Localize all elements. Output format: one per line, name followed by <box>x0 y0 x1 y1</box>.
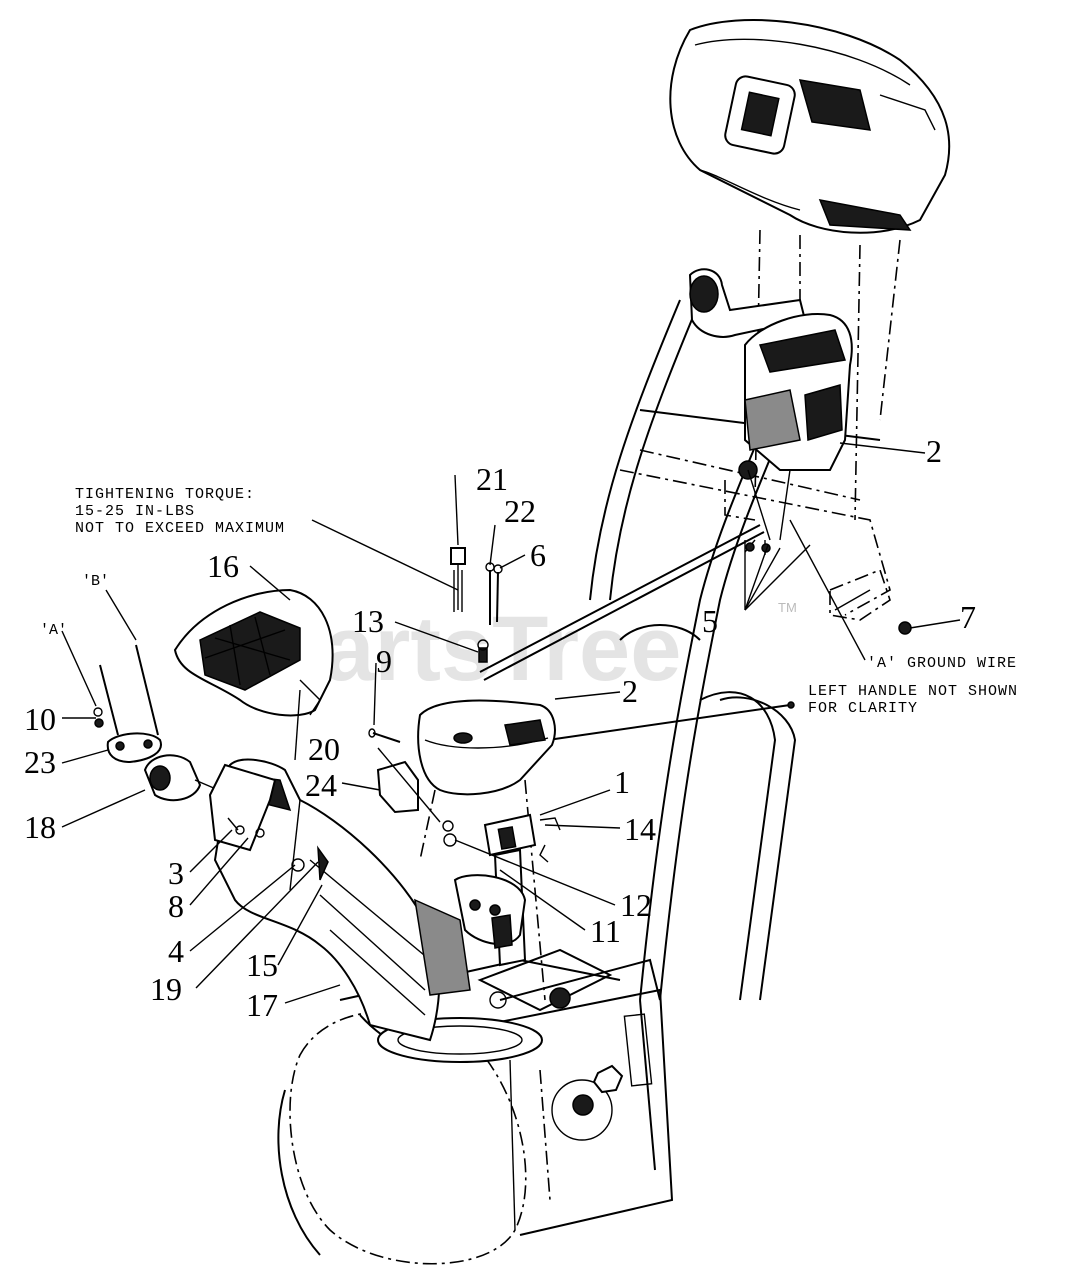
callout-15: 15 <box>246 947 278 983</box>
discharge-chute <box>213 689 471 1042</box>
chute-rods <box>93 644 162 764</box>
callout-14: 14 <box>624 811 656 847</box>
callout-17: 17 <box>246 987 278 1023</box>
left-handle-note-line2: FOR CLARITY <box>808 700 918 717</box>
callout-1: 1 <box>614 764 630 800</box>
cable-end <box>787 701 795 709</box>
ground-wire-note: 'A' GROUND WIRE <box>867 655 1017 672</box>
callout-19: 19 <box>150 971 182 1007</box>
auger-housing <box>277 948 674 1265</box>
callout-4: 4 <box>168 933 184 969</box>
callout-7: 7 <box>960 599 976 635</box>
callout-22: 22 <box>504 493 536 529</box>
callout-18: 18 <box>24 809 56 845</box>
callout-20: 20 <box>308 731 340 767</box>
callout-10: 10 <box>24 701 56 737</box>
tag-a-left: 'A' <box>40 622 67 639</box>
callout-13: 13 <box>352 603 384 639</box>
ground-bracket <box>829 568 912 635</box>
bracket-24 <box>376 760 419 814</box>
torque-note-line2: 15-25 IN-LBS <box>75 503 195 520</box>
left-handle-note-line1: LEFT HANDLE NOT SHOWN <box>808 683 1018 700</box>
chute-base <box>208 763 305 872</box>
callout-9: 9 <box>376 643 392 679</box>
torque-note-line3: NOT TO EXCEED MAXIMUM <box>75 520 285 537</box>
callout-24: 24 <box>305 767 337 803</box>
callout-2-lower: 2 <box>622 673 638 709</box>
tag-b-left: 'B' <box>82 573 109 590</box>
pin-9 <box>368 728 401 743</box>
callout-23: 23 <box>24 744 56 780</box>
bolt-21 <box>450 547 466 612</box>
torque-note-line1: TIGHTENING TORQUE: <box>75 486 255 503</box>
callout-16: 16 <box>207 548 239 584</box>
pin-6 <box>493 564 503 623</box>
leader-lines <box>61 442 961 1004</box>
chute-motor-18 <box>143 754 231 802</box>
cables <box>479 524 771 681</box>
watermark-tm: TM <box>778 600 797 615</box>
callout-6: 6 <box>530 537 546 573</box>
fastener-13 <box>477 639 489 663</box>
callout-5: 5 <box>702 603 718 639</box>
shift-console <box>688 268 853 541</box>
callout-2-upper: 2 <box>926 433 942 469</box>
callout-3: 3 <box>168 855 184 891</box>
callout-12: 12 <box>620 887 652 923</box>
chute-bracket <box>442 813 561 967</box>
callout-11: 11 <box>590 913 621 949</box>
chute-deflector <box>173 588 334 717</box>
callout-21: 21 <box>476 461 508 497</box>
callout-8: 8 <box>168 888 184 924</box>
chute-cable <box>547 704 791 741</box>
